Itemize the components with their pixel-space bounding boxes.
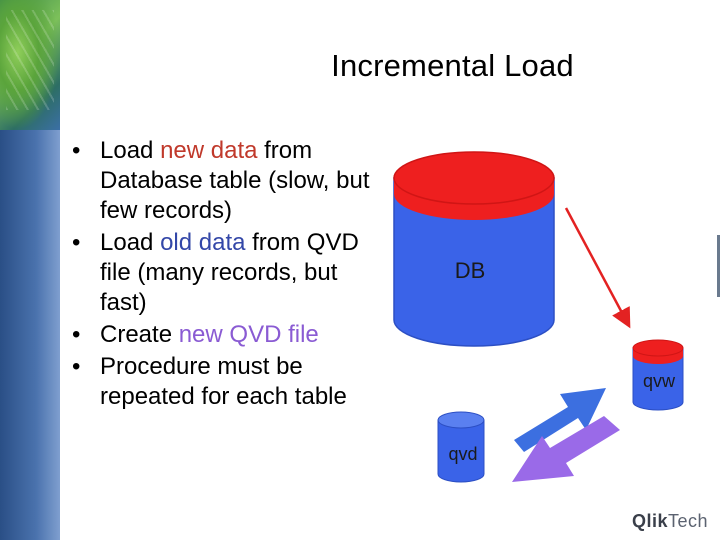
bullet-dot: • — [72, 352, 80, 382]
decorative-left-band — [0, 0, 60, 540]
bullet-text: Create — [100, 321, 179, 348]
highlight-new-qvd-file: new QVD file — [179, 321, 319, 348]
incremental-load-diagram: DB qvw qvd — [370, 120, 720, 510]
bullet-text: Load — [100, 229, 160, 256]
leaf-image — [0, 0, 60, 130]
qvw-cylinder: qvw — [633, 340, 683, 410]
bullet-item: • Load old data from QVD file (many reco… — [72, 228, 372, 318]
logo-tech: Tech — [668, 511, 708, 531]
red-arrow — [566, 208, 628, 324]
bullet-item: • Procedure must be repeated for each ta… — [72, 352, 372, 412]
db-label: DB — [455, 258, 486, 283]
highlight-old-data: old data — [160, 229, 245, 256]
qvd-cylinder: qvd — [438, 412, 484, 482]
qvd-label: qvd — [448, 444, 477, 464]
slide-title: Incremental Load — [60, 48, 720, 84]
bullet-text: Procedure must be repeated for each tabl… — [100, 353, 347, 410]
bullet-dot: • — [72, 228, 80, 258]
qliktech-logo: QlikTech — [632, 511, 708, 532]
bullet-dot: • — [72, 320, 80, 350]
bullet-text: Load — [100, 137, 160, 164]
bullet-dot: • — [72, 136, 80, 166]
qvw-label: qvw — [643, 371, 676, 391]
db-cylinder: DB — [394, 152, 554, 346]
top-strip — [60, 0, 720, 3]
bullet-item: • Load new data from Database table (slo… — [72, 136, 372, 226]
bullet-item: • Create new QVD file — [72, 320, 372, 350]
logo-qlik: Qlik — [632, 511, 668, 531]
bullet-list: • Load new data from Database table (slo… — [72, 136, 372, 414]
highlight-new-data: new data — [160, 137, 257, 164]
